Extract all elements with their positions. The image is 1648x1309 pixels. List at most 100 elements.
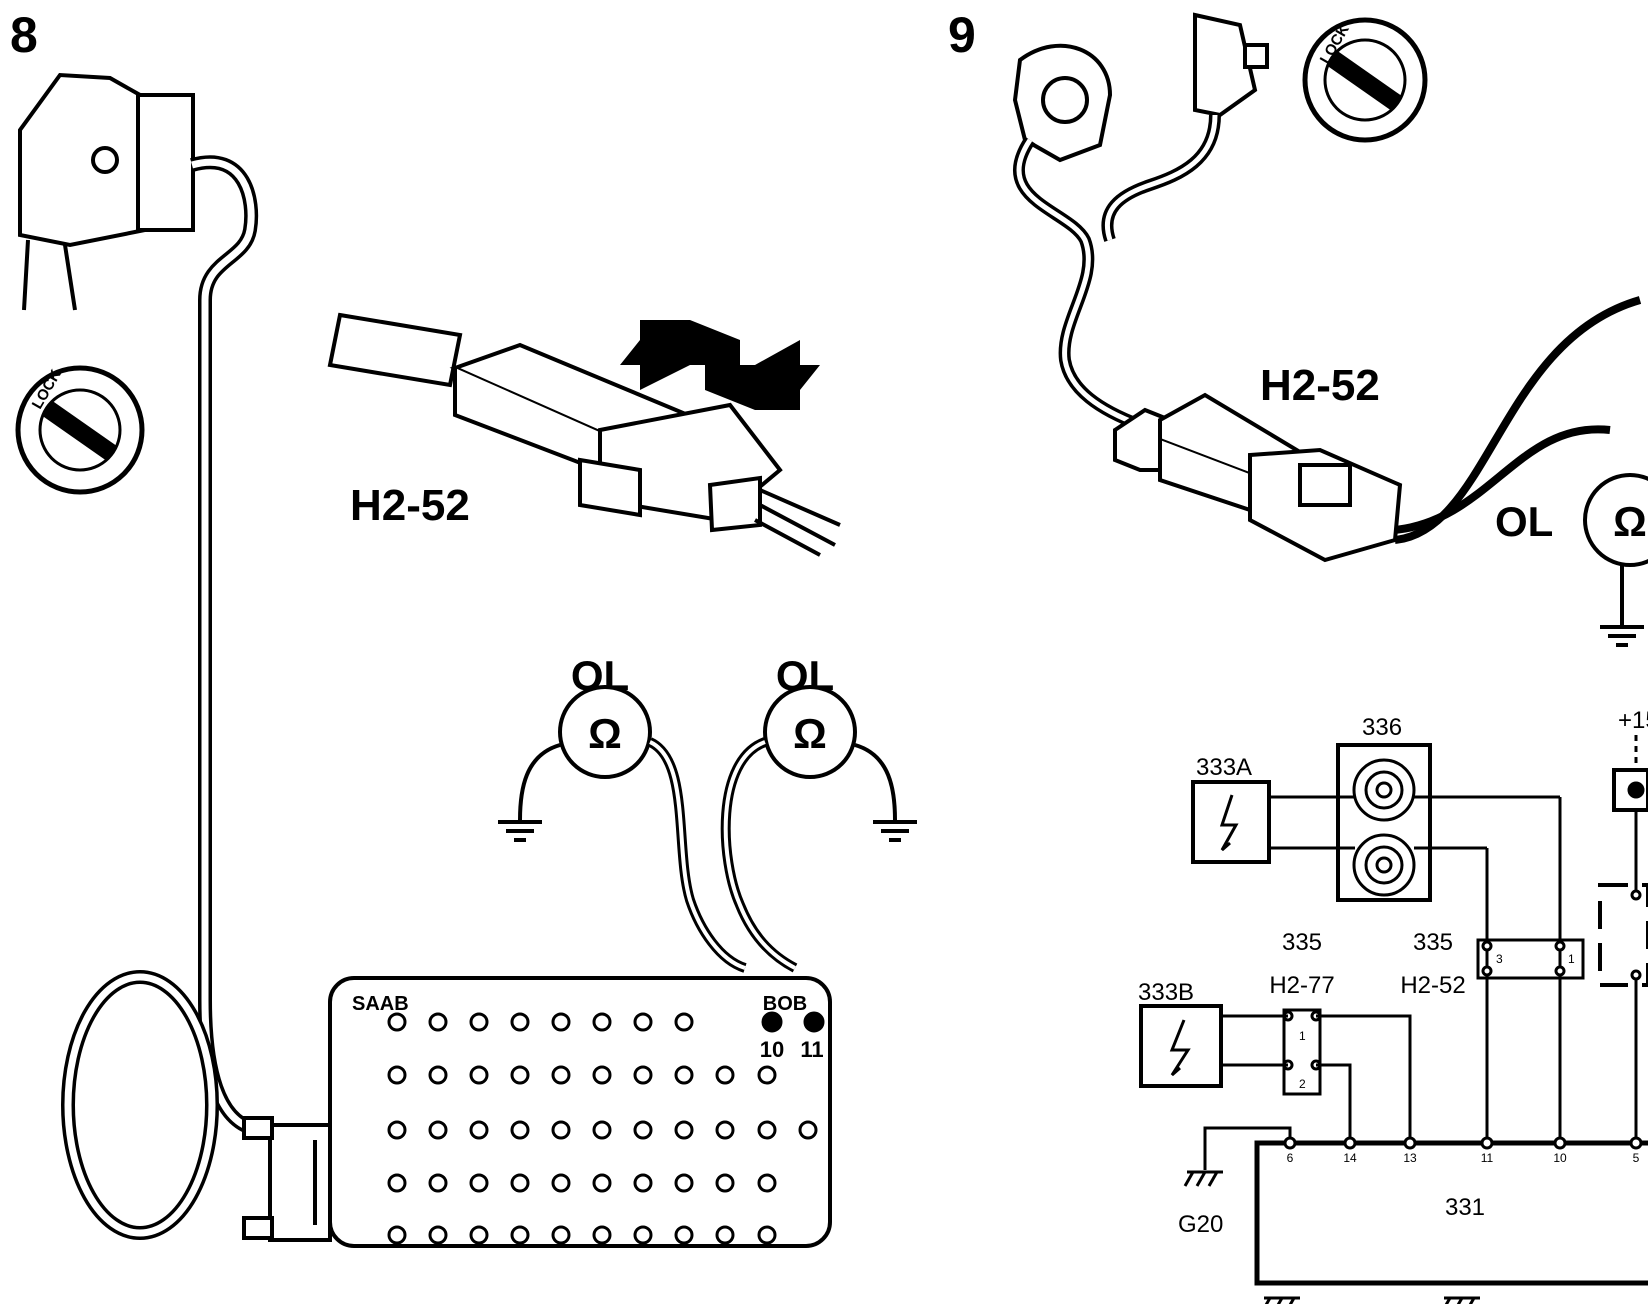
breakout-pin <box>757 1225 777 1245</box>
step-number-8: 8 <box>10 7 38 63</box>
connector-label-h2-52: H2-52 <box>1260 361 1380 410</box>
breakout-pin <box>674 1225 694 1245</box>
breakout-pin <box>715 1120 735 1140</box>
clockspring-336-box <box>1336 743 1432 902</box>
connector-label-h2-52: H2-52 <box>350 481 470 530</box>
pin-label: 1 <box>1299 1029 1306 1043</box>
breakout-pin <box>428 1225 448 1245</box>
breakout-pin <box>592 1225 612 1245</box>
breakout-pin <box>387 1012 407 1032</box>
breakout-pin <box>715 1173 735 1193</box>
breakout-pin <box>757 1120 777 1140</box>
breakout-pin <box>428 1012 448 1032</box>
pin-label-11: 11 <box>800 1037 823 1062</box>
breakout-pin <box>387 1065 407 1085</box>
ohm-symbol: Ω <box>588 710 622 757</box>
breakout-pin <box>592 1173 612 1193</box>
breakout-pin <box>387 1173 407 1193</box>
breakout-pin-grid <box>387 1011 825 1245</box>
ol-reading: OL <box>1495 498 1553 545</box>
pigtail-harness <box>1013 114 1221 431</box>
steering-column-switch-illustration <box>18 72 195 311</box>
clockspring-illustration <box>1012 12 1269 163</box>
breakout-pin <box>387 1225 407 1245</box>
ohmmeter: OL Ω <box>1495 473 1648 647</box>
pin-label-10: 10 <box>760 1037 784 1062</box>
ignition-lock-icon: LOCK <box>1302 17 1428 143</box>
connector-h2-77-label: H2-77 <box>1269 972 1334 999</box>
breakout-pin <box>674 1012 694 1032</box>
module-pin-markers: 6 14 13 11 10 5 <box>1283 1136 1643 1165</box>
breakout-pin <box>469 1120 489 1140</box>
connector-335-h2-52-box <box>1476 938 1585 980</box>
probe-pin <box>803 1011 825 1033</box>
module-pin-label: 10 <box>1553 1151 1567 1165</box>
module-pin <box>1629 1136 1643 1150</box>
connector-h2-52-illustration <box>1113 392 1403 563</box>
breakout-pin <box>757 1173 777 1193</box>
pin-label: 2 <box>1299 1077 1306 1091</box>
breakout-box-brand: SAAB <box>352 993 409 1015</box>
breakout-pin <box>798 1120 818 1140</box>
ohmmeter-right: OL Ω <box>720 652 919 973</box>
probe-pin <box>761 1011 783 1033</box>
breakout-pin <box>633 1225 653 1245</box>
breakout-pin <box>387 1120 407 1140</box>
breakout-pin <box>674 1120 694 1140</box>
breakout-pin <box>633 1120 653 1140</box>
module-pin-label: 5 <box>1633 1151 1640 1165</box>
panel-8: 8 LOCK <box>10 7 919 1248</box>
breakout-pin <box>715 1225 735 1245</box>
panel-9: 9 LOCK H2-52 OL <box>948 7 1648 1309</box>
breakout-pin <box>469 1012 489 1032</box>
breakout-pin <box>633 1173 653 1193</box>
module-pin <box>1553 1136 1567 1150</box>
connector-335-label: 335 <box>1413 929 1453 956</box>
breakout-pin <box>551 1225 571 1245</box>
ignition-lock-icon: LOCK <box>15 365 145 495</box>
breakout-pin <box>510 1225 530 1245</box>
module-pin-label: 14 <box>1343 1151 1357 1165</box>
breakout-pin <box>592 1065 612 1085</box>
ohm-symbol: Ω <box>1613 498 1647 545</box>
module-331-label: 331 <box>1445 1194 1485 1221</box>
breakout-box-name: BOB <box>763 993 807 1015</box>
breakout-pin <box>510 1012 530 1032</box>
breakout-box: SAAB BOB 10 11 <box>328 976 832 1248</box>
breakout-pin <box>757 1065 777 1085</box>
connector-335-label: 335 <box>1282 929 1322 956</box>
ohm-symbol: Ω <box>793 710 827 757</box>
module-pin-label: 6 <box>1287 1151 1294 1165</box>
ohmmeter-left: OL Ω <box>496 652 747 973</box>
step-number-9: 9 <box>948 7 976 63</box>
sensor-333b-label: 333B <box>1138 979 1194 1006</box>
module-pin <box>1283 1136 1297 1150</box>
disconnect-arrows-icon <box>620 320 820 410</box>
breakout-pin <box>510 1173 530 1193</box>
breakout-pin <box>551 1120 571 1140</box>
breakout-pin <box>633 1065 653 1085</box>
breakout-pin <box>469 1225 489 1245</box>
breakout-pin <box>715 1065 735 1085</box>
breakout-pin <box>428 1065 448 1085</box>
pin-label: 3 <box>1496 952 1503 966</box>
module-pin <box>1343 1136 1357 1150</box>
schematic-labels: +15 333A 336 333B 335 H2-77 335 H2-52 1 … <box>1138 707 1648 1238</box>
module-pin-label: 11 <box>1481 1151 1494 1165</box>
breakout-pin <box>551 1173 571 1193</box>
breakout-pin <box>510 1065 530 1085</box>
module-pin-label: 13 <box>1403 1151 1417 1165</box>
module-pin <box>1403 1136 1417 1150</box>
airbag-schematic <box>1139 735 1648 1309</box>
sensor-333a-box <box>1191 780 1271 864</box>
breakout-pin <box>510 1120 530 1140</box>
pin-label: 1 <box>1568 952 1575 966</box>
module-pin <box>1480 1136 1494 1150</box>
connector-335-h2-77-box <box>1282 1008 1322 1096</box>
module-331-box <box>1254 1140 1648 1286</box>
breakout-pin <box>428 1120 448 1140</box>
clockspring-336-label: 336 <box>1362 714 1402 741</box>
breakout-pin <box>469 1065 489 1085</box>
